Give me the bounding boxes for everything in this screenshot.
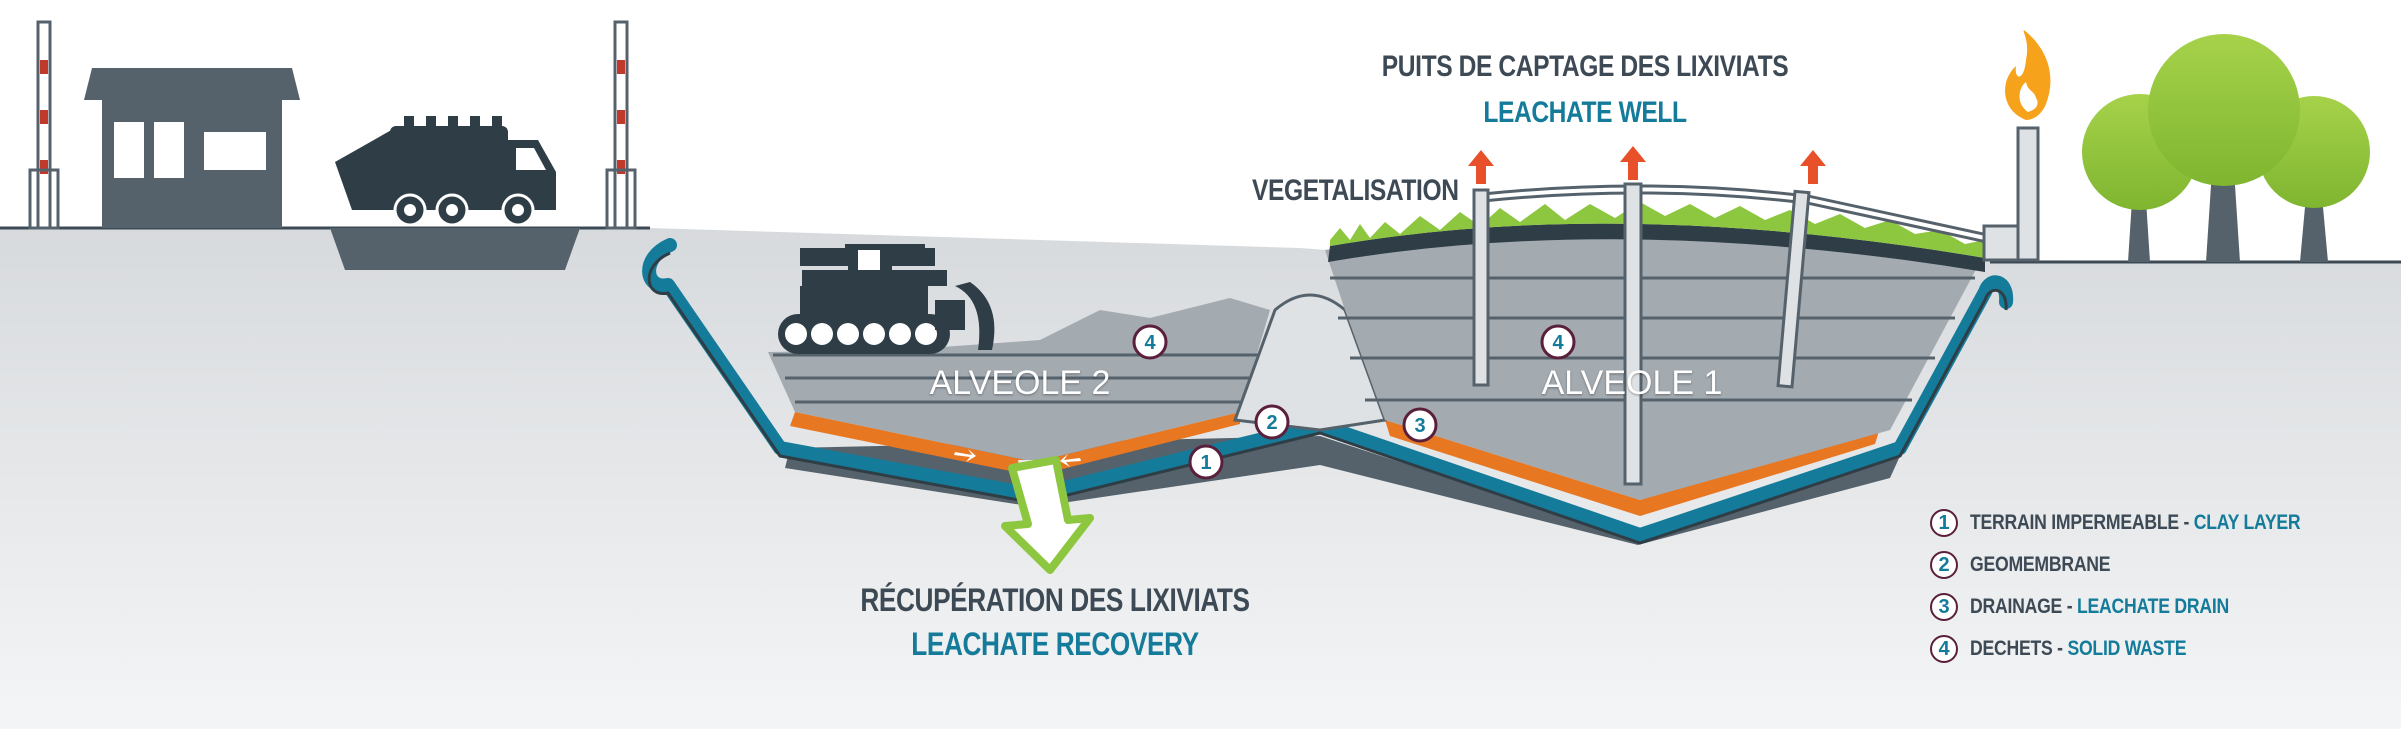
legend-number: 2	[1930, 551, 1958, 579]
marker-text: 4	[1144, 332, 1156, 354]
legend-item-drainage: 3 DRAINAGE - LEACHATE DRAIN	[1930, 590, 2278, 624]
recovery-arrow-icon	[1001, 456, 1094, 574]
waste-strata-2	[773, 353, 1265, 404]
leachate-recovery-title-fr: RÉCUPÉRATION DES LIXIVIATS	[860, 582, 1250, 618]
legend-text-en: CLAY LAYER	[2193, 511, 2301, 534]
legend-text-fr: TERRAIN IMPERMEABLE	[1970, 511, 2179, 534]
vegetalisation-label: VEGETALISATION	[1252, 174, 1459, 207]
guard-house-icon	[84, 68, 300, 228]
legend-item-geomembrane: 2 GEOMEMBRANE	[1930, 548, 2137, 582]
garbage-truck-icon	[335, 116, 556, 227]
drainage-layer	[1385, 420, 1880, 516]
cell-label-alveole-2: ALVEOLE 2	[929, 364, 1111, 402]
leachate-recovery-title-en: LEACHATE RECOVERY	[911, 626, 1199, 662]
cell-label-alveole-1: ALVEOLE 1	[1541, 364, 1723, 402]
gas-arrow-icon	[1468, 150, 1494, 184]
leachate-well	[1776, 189, 1811, 389]
marker-text: 1	[1200, 452, 1211, 474]
truck-pit	[330, 228, 580, 270]
marker-text: 2	[1266, 412, 1277, 434]
drainage-layer	[790, 412, 1240, 476]
marker-waste-2: 4	[1132, 324, 1168, 360]
bulldozer-icon	[778, 244, 995, 354]
legend-separator: -	[2062, 595, 2077, 618]
legend-number: 3	[1930, 593, 1958, 621]
legend-separator: -	[2052, 637, 2068, 660]
legend-text-en: SOLID WASTE	[2067, 637, 2187, 660]
legend-text-en: LEACHATE DRAIN	[2076, 595, 2229, 618]
leachate-well-title-en: LEACHATE WELL	[1483, 96, 1687, 129]
marker-text: 3	[1414, 415, 1425, 437]
legend-item-clay-layer: 1 TERRAIN IMPERMEABLE - CLAY LAYER	[1930, 506, 2363, 540]
gas-arrow-icon	[1800, 150, 1826, 184]
flow-arrow-icon	[1060, 454, 1081, 467]
legend-text-fr: DECHETS	[1970, 637, 2053, 660]
cover-layer	[1328, 223, 1985, 272]
marker-geomembrane: 2	[1254, 404, 1290, 440]
barrier-icon	[605, 20, 637, 230]
legend-text-fr: DRAINAGE	[1970, 595, 2063, 618]
gas-arrow-icon	[1620, 146, 1646, 180]
legend-text-fr: GEOMEMBRANE	[1970, 553, 2111, 576]
legend-item-solid-waste: 4 DECHETS - SOLID WASTE	[1930, 632, 2227, 666]
legend-separator: -	[2178, 511, 2194, 534]
marker-text: 4	[1552, 332, 1564, 354]
marker-waste-1: 4	[1540, 324, 1576, 360]
vegetation	[1330, 202, 1985, 258]
tree-icon	[2148, 34, 2300, 262]
marker-clay-layer: 1	[1188, 444, 1224, 480]
gas-pipe-core	[1477, 187, 1986, 240]
legend-number: 4	[1930, 635, 1958, 663]
flare-icon	[1982, 30, 2051, 262]
marker-drainage: 3	[1402, 407, 1438, 443]
barrier-icon	[28, 20, 60, 230]
leachate-well-title-fr: PUITS DE CAPTAGE DES LIXIVIATS	[1381, 50, 1789, 83]
leachate-well	[1472, 188, 1490, 387]
legend-number: 1	[1930, 509, 1958, 537]
leachate-well	[1623, 182, 1643, 486]
flow-arrow-icon	[954, 449, 976, 462]
